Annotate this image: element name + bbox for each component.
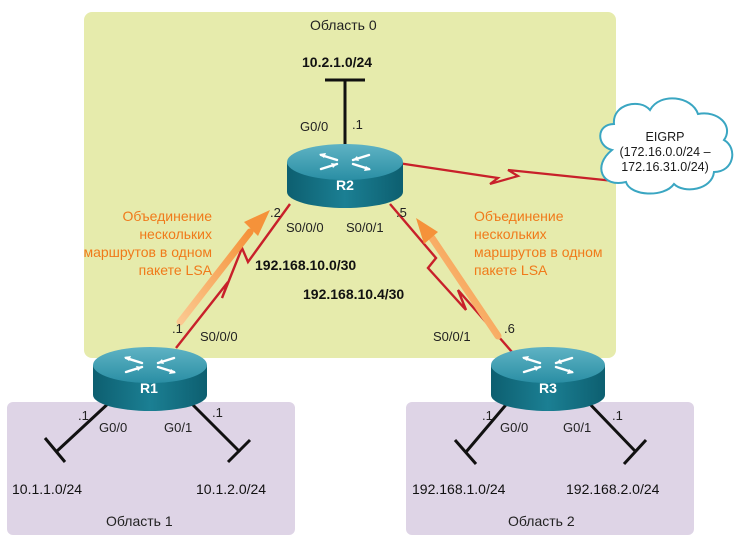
eigrp-range-line2: 172.16.31.0/24) (621, 160, 709, 174)
r3-lan1-network: 192.168.2.0/24 (566, 481, 660, 497)
r1-lan-segments (43, 398, 252, 464)
summary-arrow-right (416, 218, 502, 340)
summary-right-line1: Объединение (474, 208, 564, 224)
r1-g01-host: .1 (212, 405, 223, 420)
r1-lan0-network: 10.1.1.0/24 (12, 481, 83, 497)
r2-lan-segment (325, 78, 365, 146)
r1-s000-label: S0/0/0 (200, 329, 238, 344)
r2-lan-network: 10.2.1.0/24 (302, 54, 373, 70)
summary-left-line3: маршрутов в одном (83, 244, 212, 260)
r3-s001-host: .6 (504, 321, 515, 336)
r2-s000-host: .2 (270, 205, 281, 220)
eigrp-cloud-shape (599, 97, 734, 195)
r3-lan-segments (453, 398, 648, 466)
r3-g01-host: .1 (612, 408, 623, 423)
summary-note-right: Объединение нескольких маршрутов в одном… (474, 207, 644, 279)
r1-g00-label: G0/0 (99, 420, 128, 435)
r3-g00-host: .1 (482, 408, 493, 423)
router-r2-label: R2 (336, 177, 354, 193)
summary-right-line2: нескольких (474, 226, 547, 242)
link-r1-r2-network: 192.168.10.0/30 (255, 257, 357, 273)
area-0-title: Область 0 (310, 17, 377, 33)
eigrp-cloud-label: EIGRP (172.16.0.0/24 – 172.16.31.0/24) (594, 130, 736, 175)
area-1-title: Область 1 (106, 513, 173, 529)
summary-left-line2: нескольких (139, 226, 212, 242)
r3-s001-label: S0/0/1 (433, 329, 471, 344)
router-r3-label: R3 (539, 380, 557, 396)
summary-right-line3: маршрутов в одном (474, 244, 603, 260)
serial-link-r1-r2 (175, 203, 291, 349)
r1-g01-label: G0/1 (164, 420, 193, 435)
area-2-title: Область 2 (508, 513, 575, 529)
router-r1-label: R1 (140, 380, 158, 396)
summary-right-line4: пакете LSA (474, 262, 548, 278)
r2-s001-label: S0/0/1 (346, 220, 384, 235)
r1-lan1-network: 10.1.2.0/24 (196, 481, 267, 497)
router-r3[interactable] (491, 347, 605, 411)
summary-left-line4: пакете LSA (138, 262, 212, 278)
summary-arrow-left (176, 210, 270, 326)
r2-g00-host: .1 (352, 117, 363, 132)
r1-g00-host: .1 (78, 408, 89, 423)
r3-g00-label: G0/0 (500, 420, 529, 435)
summary-left-line1: Объединение (122, 208, 212, 224)
router-r1[interactable] (93, 347, 207, 411)
r2-s001-host: .5 (396, 205, 407, 220)
eigrp-range-line1: (172.16.0.0/24 – (619, 145, 711, 159)
serial-link-r2-r3 (389, 203, 513, 353)
router-r2[interactable] (287, 144, 403, 208)
r3-lan0-network: 192.168.1.0/24 (412, 481, 506, 497)
r2-eigrp-link (397, 161, 615, 186)
r2-g00-label: G0/0 (300, 119, 329, 134)
eigrp-title: EIGRP (645, 130, 685, 144)
link-r2-r3-network: 192.168.10.4/30 (303, 286, 405, 302)
summary-note-left: Объединение нескольких маршрутов в одном… (44, 207, 212, 279)
r2-s000-label: S0/0/0 (286, 220, 324, 235)
r1-s000-host: .1 (172, 321, 183, 336)
area-2-region (406, 402, 694, 535)
r3-g01-label: G0/1 (563, 420, 592, 435)
